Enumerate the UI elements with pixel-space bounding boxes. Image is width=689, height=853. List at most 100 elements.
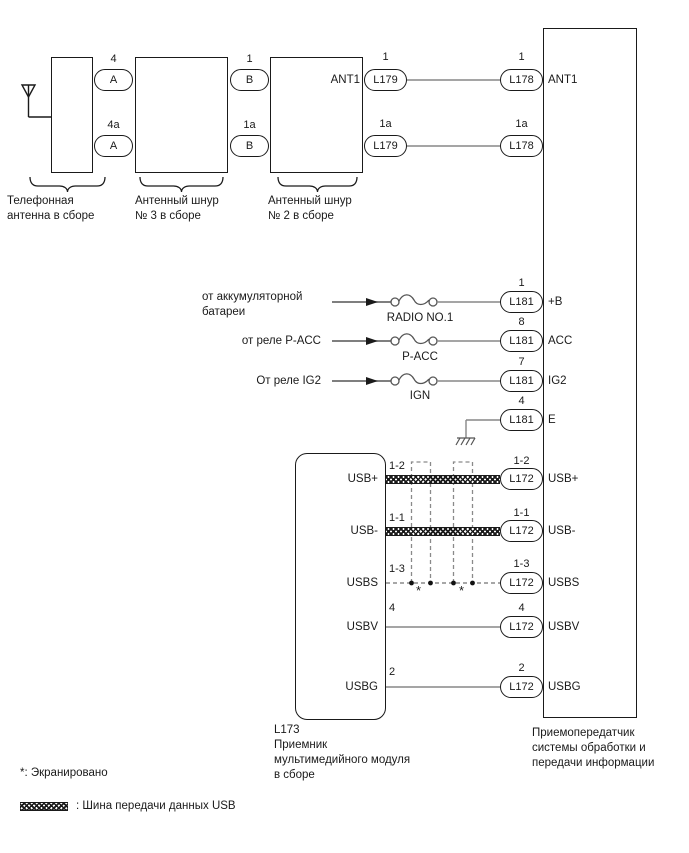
multimedia-receiver-box <box>295 453 386 720</box>
legend-shield-note: *: Экранировано <box>20 767 108 779</box>
pin-l181-4: 4 <box>518 395 525 407</box>
transceiver-box <box>543 28 637 718</box>
connector-l179-2: L179 <box>364 135 407 157</box>
pin-l181-7: 7 <box>518 356 525 368</box>
terminal-usbv: USBV <box>548 621 580 633</box>
pin-l181-8: 8 <box>518 316 525 328</box>
shield-asterisk-1: * <box>416 583 422 598</box>
pin-l172-2: 2 <box>518 662 525 674</box>
l173-id-label: L173 <box>274 724 300 736</box>
connector-l181-b: L181 <box>500 291 543 313</box>
shield-asterisk-2: * <box>459 583 465 598</box>
fuse-ign-label: IGN <box>409 390 431 402</box>
shield-junction-dots <box>409 580 475 586</box>
pin-l178-1a: 1a <box>515 118 528 130</box>
ground-wire <box>465 419 500 438</box>
l173-usb-minus-label: USB- <box>350 525 378 537</box>
ant1-terminal-label: ANT1 <box>548 74 578 86</box>
pin-a-4: 4 <box>110 53 117 65</box>
terminal-usb-plus: USB+ <box>548 473 579 485</box>
pin-l172-4: 4 <box>518 602 525 614</box>
connector-l172-usbs: L172 <box>500 572 543 594</box>
connector-a-2: A <box>94 135 133 157</box>
caption-line: № 2 в сборе <box>268 210 334 222</box>
l173-usbs-label: USBS <box>346 577 378 589</box>
terminal-usb-minus: USB- <box>548 525 576 537</box>
connector-l172-usb-plus: L172 <box>500 468 543 490</box>
l173-usbg-label: USBG <box>345 681 378 693</box>
connector-b-2: B <box>230 135 269 157</box>
connector-l181-ig2: L181 <box>500 370 543 392</box>
l173-pin-4: 4 <box>389 602 396 614</box>
ig2-relay-source-label: От реле IG2 <box>256 375 321 387</box>
caption-line: № 3 в сборе <box>135 210 201 222</box>
terminal-acc: ACC <box>548 335 573 347</box>
usb-plus-bus-wire <box>386 475 500 484</box>
brace-box3 <box>277 176 358 193</box>
pin-b-1: 1 <box>246 53 253 65</box>
caption-line: Приемопередатчик <box>532 727 635 739</box>
power-row-b-wire <box>332 294 500 307</box>
connector-l178-2: L178 <box>500 135 543 157</box>
l173-usbv-label: USBV <box>346 621 378 633</box>
terminal-usbs: USBS <box>548 577 580 589</box>
fuse-pacc-label: P-ACC <box>402 351 438 363</box>
terminal-e: E <box>548 414 556 426</box>
usb-minus-bus-wire <box>386 527 500 536</box>
caption-line: Телефонная <box>7 195 74 207</box>
connector-a-1: A <box>94 69 133 91</box>
terminal-b-plus: +B <box>548 296 563 308</box>
brace-box1 <box>29 176 106 193</box>
brace-box2 <box>139 176 224 193</box>
power-row-acc-wire <box>332 333 500 346</box>
legend-bus-swatch <box>20 802 68 811</box>
pin-b-1a: 1a <box>243 119 256 131</box>
pin-l178-1: 1 <box>518 51 525 63</box>
pin-l181-1: 1 <box>518 277 525 289</box>
caption-line: Приемник <box>274 739 328 751</box>
telephone-antenna-box <box>51 57 93 173</box>
pin-l172-1-1: 1-1 <box>513 507 530 519</box>
connector-l181-e: L181 <box>500 409 543 431</box>
fuse-radio-no1-label: RADIO NO.1 <box>386 312 454 324</box>
legend-bus-note: : Шина передачи данных USB <box>76 800 236 812</box>
antenna-cord-3-box <box>135 57 228 173</box>
antenna-cord-2-caption: Антенный шнур № 2 в сборе <box>268 194 352 224</box>
l173-pin-2: 2 <box>389 666 396 678</box>
pin-l179-1: 1 <box>382 51 389 63</box>
antenna-cord-3-caption: Антенный шнур № 3 в сборе <box>135 194 219 224</box>
caption-line: передачи информации <box>532 757 655 769</box>
antenna-icon <box>20 84 51 118</box>
antenna-cord-2-box <box>270 57 363 173</box>
l173-usb-plus-label: USB+ <box>347 473 378 485</box>
connector-b-1: B <box>230 69 269 91</box>
pin-l179-1a: 1a <box>379 118 392 130</box>
source-line: от аккумуляторной <box>202 291 303 303</box>
connector-l178-1: L178 <box>500 69 543 91</box>
connector-l172-usbv: L172 <box>500 616 543 638</box>
l173-pin-1-2: 1-2 <box>389 460 405 472</box>
connector-l181-acc: L181 <box>500 330 543 352</box>
terminal-ig2: IG2 <box>548 375 567 387</box>
pin-l172-1-2: 1-2 <box>513 455 530 467</box>
l173-pin-1-1: 1-1 <box>389 512 405 524</box>
battery-source-label: от аккумуляторной батареи <box>202 290 302 319</box>
l173-pin-1-3: 1-3 <box>389 563 405 575</box>
caption-line: Антенный шнур <box>135 195 219 207</box>
telephone-antenna-caption: Телефонная антенна в сборе <box>7 194 94 224</box>
transceiver-caption: Приемопередатчик системы обработки и пер… <box>532 726 654 771</box>
multimedia-receiver-caption: L173 Приемник мультимедийного модуля в с… <box>274 723 410 783</box>
ground-icon <box>455 437 476 446</box>
caption-line: мультимедийного модуля <box>274 754 411 766</box>
caption-line: Антенный шнур <box>268 195 352 207</box>
ant1-label-cord2: ANT1 <box>330 74 360 86</box>
connector-l179-1: L179 <box>364 69 407 91</box>
terminal-usbg: USBG <box>548 681 581 693</box>
power-row-ig2-wire <box>332 373 500 386</box>
pacc-relay-source-label: от реле P-ACC <box>241 335 321 347</box>
connector-l172-usb-minus: L172 <box>500 520 543 542</box>
caption-line: в сборе <box>274 769 315 781</box>
caption-line: антенна в сборе <box>7 210 95 222</box>
connector-l172-usbg: L172 <box>500 676 543 698</box>
